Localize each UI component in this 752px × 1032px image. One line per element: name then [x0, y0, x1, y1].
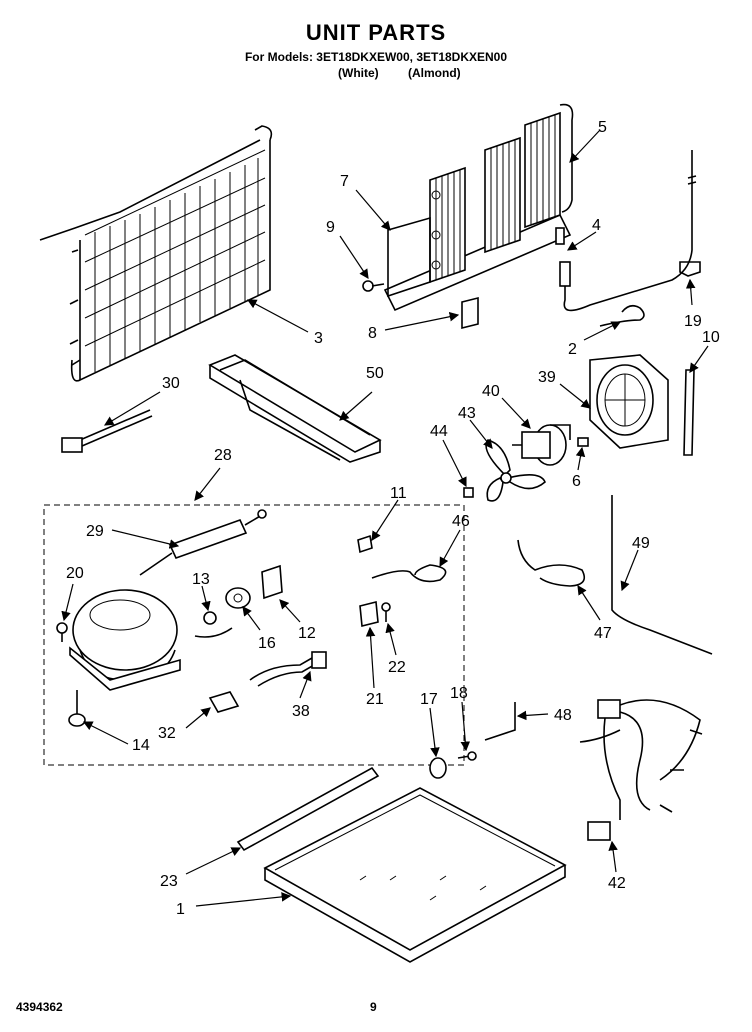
part-screw-22 [381, 602, 391, 622]
color-almond-label: (Almond) [408, 66, 461, 80]
part-nut-44 [463, 487, 474, 498]
callout-3: 3 [314, 330, 323, 347]
callout-9: 9 [326, 219, 335, 236]
callout-5: 5 [598, 119, 607, 136]
callout-30: 30 [162, 375, 180, 392]
callout-10: 10 [702, 329, 720, 346]
callout-2: 2 [568, 341, 577, 358]
part-base-plate [263, 787, 567, 963]
models-line: For Models: 3ET18DKXEW00, 3ET18DKXEN00 [244, 50, 508, 64]
part-bracket-8 [461, 296, 479, 330]
callout-21: 21 [366, 691, 384, 708]
part-overload-13 [194, 611, 233, 638]
callout-12: 12 [298, 625, 316, 642]
callout-1: 1 [176, 901, 185, 918]
part-gasket-10 [683, 369, 695, 456]
callout-8: 8 [368, 325, 377, 342]
part-bracket-21 [359, 600, 379, 628]
color-white-label: (White) [338, 66, 379, 80]
doc-number: 4394362 [16, 1000, 63, 1014]
part-evaporator [383, 103, 574, 312]
callout-40: 40 [482, 383, 500, 400]
part-relay-16 [225, 587, 251, 609]
callout-16: 16 [258, 635, 276, 652]
callout-17: 17 [420, 691, 438, 708]
callout-19: 19 [684, 313, 702, 330]
part-compressor [69, 589, 181, 691]
part-strip-23 [236, 766, 380, 852]
callout-7: 7 [340, 173, 349, 190]
part-wire-2 [599, 304, 645, 327]
part-screw-18 [457, 751, 477, 761]
page-title: UNIT PARTS [305, 20, 447, 45]
part-grommet-14 [68, 690, 86, 727]
page-number: 9 [370, 1000, 377, 1014]
callout-39: 39 [538, 369, 556, 386]
callout-50: 50 [366, 365, 384, 382]
callout-13: 13 [192, 571, 210, 588]
part-drain-pan [208, 354, 382, 463]
part-sensor-30 [61, 409, 153, 453]
part-fan-blade [485, 439, 546, 502]
part-grommet-17 [429, 757, 447, 779]
callout-38: 38 [292, 703, 310, 720]
part-fitting-48 [484, 702, 516, 741]
leader-lines [61, 129, 709, 907]
callout-42: 42 [608, 875, 626, 892]
part-fan-motor [512, 424, 589, 466]
part-bolt-20 [56, 622, 68, 642]
part-capacitor-32 [208, 691, 240, 713]
callout-43: 43 [458, 405, 476, 422]
part-clip-19 [679, 261, 701, 277]
callout-49: 49 [632, 535, 650, 552]
callout-4: 4 [592, 217, 601, 234]
part-defrost-thermostat [555, 150, 697, 312]
callout-labels: 1 2 3 4 5 6 7 8 9 10 11 12 13 14 16 17 1… [66, 119, 720, 918]
part-harness-38 [249, 651, 327, 687]
part-harness-42 [579, 699, 703, 841]
callout-18: 18 [450, 685, 468, 702]
callout-46: 46 [452, 513, 470, 530]
callout-47: 47 [594, 625, 612, 642]
callout-11: 11 [390, 485, 407, 502]
part-clip-11 [357, 534, 373, 554]
callout-44: 44 [430, 423, 448, 440]
part-tube-47 [517, 539, 586, 587]
callout-23: 23 [160, 873, 178, 890]
part-tube-46 [371, 564, 447, 583]
part-filter-drier [139, 509, 267, 576]
callout-48: 48 [554, 707, 572, 724]
part-tube-49 [611, 495, 713, 655]
callout-22: 22 [388, 659, 406, 676]
callout-29: 29 [86, 523, 104, 540]
callout-32: 32 [158, 725, 176, 742]
part-screw-9 [362, 280, 385, 292]
part-relay-cover-12 [261, 564, 283, 600]
part-fan-shroud [589, 354, 669, 449]
part-condenser-coil [39, 125, 273, 382]
callout-6: 6 [572, 473, 581, 490]
callout-28: 28 [214, 447, 232, 464]
compressor-group-box [43, 504, 465, 766]
callout-14: 14 [132, 737, 150, 754]
callout-20: 20 [66, 565, 84, 582]
